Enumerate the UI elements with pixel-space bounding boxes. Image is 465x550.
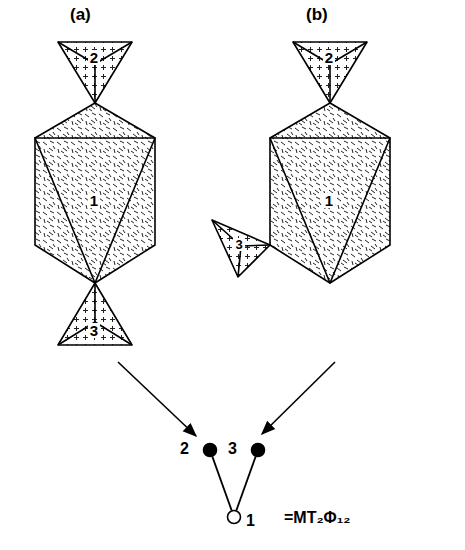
panel-label: (b) xyxy=(306,6,328,23)
callout-number: 2 xyxy=(88,50,100,65)
octahedron xyxy=(35,103,155,283)
bond-line xyxy=(212,457,231,511)
panel-label: (a) xyxy=(70,6,91,23)
callout-number: 3 xyxy=(88,323,100,338)
octahedron-face xyxy=(35,138,155,283)
node-number: 3 xyxy=(228,441,237,457)
callout-number: 1 xyxy=(88,193,100,208)
pointer-arrow xyxy=(118,362,196,436)
bond-line xyxy=(236,457,255,511)
callout-number: 3 xyxy=(233,238,244,251)
pointer-arrow xyxy=(262,362,335,434)
octahedron xyxy=(270,103,390,283)
tetrahedron xyxy=(58,42,132,103)
octahedron-face xyxy=(270,138,390,283)
tetrahedron xyxy=(293,42,367,103)
node-circle xyxy=(202,442,218,458)
atom-node: 1 xyxy=(226,509,242,525)
tetrahedron xyxy=(212,220,270,277)
node-number: 2 xyxy=(180,441,189,457)
tetrahedron xyxy=(58,283,132,345)
callout-number: 1 xyxy=(323,193,335,208)
atom-node: 3 xyxy=(250,442,266,458)
node-number: 1 xyxy=(246,513,255,529)
formula-label: =MT₂Φ₁₂ xyxy=(284,510,350,526)
node-circle xyxy=(226,509,242,525)
atom-node: 2 xyxy=(202,442,218,458)
callout-number: 2 xyxy=(323,50,335,65)
node-circle xyxy=(250,442,266,458)
